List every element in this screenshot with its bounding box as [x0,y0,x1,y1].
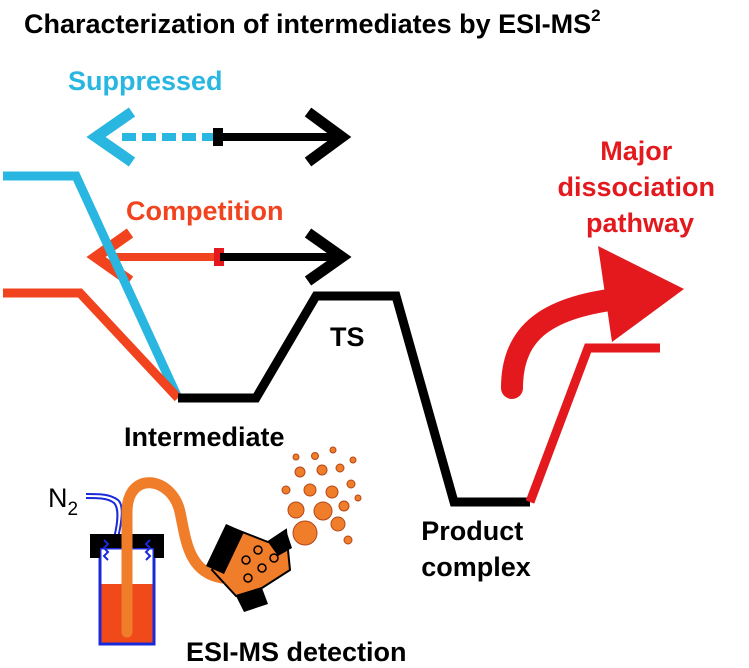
diagram-title: Characterization of intermediates by ESI… [24,6,601,39]
dissociation-energy-path [525,343,660,504]
major-pathway-arrow [501,287,636,399]
competition-arrow-tick [214,248,224,266]
n2-gas-line-b [85,497,119,539]
major-pathway-arrowhead [598,246,684,342]
ts-label: TS [330,322,365,352]
esi-nozzle [206,524,292,612]
esi-detection-label: ESI-MS detection [186,637,407,667]
n2-gas-line-a [85,493,123,539]
capillary-tube [121,477,228,638]
major-pathway-label: Major dissociation pathway [557,136,722,238]
intermediate-label: Intermediate [124,422,285,452]
competition-forward-arrowhead [304,228,352,286]
suppressed-label: Suppressed [68,66,223,96]
competition-label: Competition [126,196,283,226]
reaction-energy-path [178,291,530,507]
n2-label: N2 [48,483,78,520]
suppressed-forward-arrowhead [304,107,352,167]
suppressed-energy-path [3,171,183,400]
spray-droplets [281,446,362,546]
suppressed-arrowhead [86,107,136,167]
competition-energy-path [3,288,182,402]
product-complex-label: Product complex [421,516,531,582]
